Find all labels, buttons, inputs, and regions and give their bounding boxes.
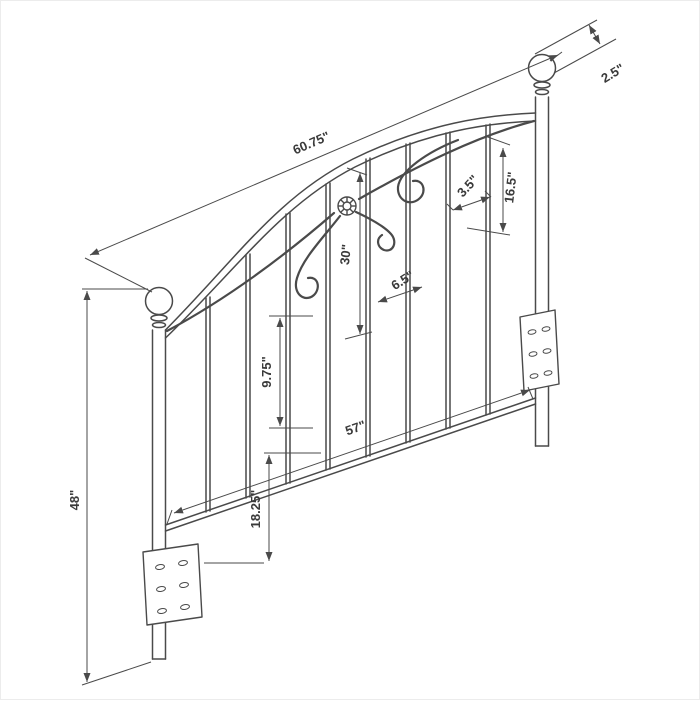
dimension-overall-height: 48" [67, 288, 152, 686]
right-mounting-plate [519, 309, 560, 392]
left-ball-finial [144, 286, 174, 316]
dimension-center-height: 30" [337, 167, 373, 340]
dimension-label-spindle-spacing-top: 3.5" [454, 172, 482, 200]
center-rosette [337, 196, 357, 216]
dimension-spindle-spacing-top: 3.5" [446, 172, 492, 211]
dimension-finial-width: 2.5" [534, 19, 627, 86]
dimension-label-upper-right-height: 16.5" [501, 171, 520, 204]
right-ball-finial [527, 53, 557, 83]
dimension-label-lower-spindle-height: 9.75" [259, 356, 274, 387]
spindles [205, 123, 491, 513]
dimension-inner-width: 57" [166, 386, 534, 525]
dimension-label-inner-width: 57" [343, 417, 367, 438]
dimension-label-leg-height: 18.25" [248, 490, 263, 529]
dimension-label-spindle-spacing-center: 6.5" [388, 267, 417, 293]
bottom-rail [164, 397, 537, 532]
dimension-spindle-spacing-center: 6.5" [377, 267, 423, 303]
dimension-label-center-height: 30" [337, 243, 354, 265]
dimension-leg-height: 18.25" [204, 452, 321, 564]
headboard-drawing [142, 53, 560, 660]
scrollwork [165, 119, 536, 333]
dimension-label-overall-width: 60.75" [290, 128, 331, 157]
top-rail-arch [164, 112, 537, 339]
dimension-upper-right-height: 16.5" [466, 135, 520, 236]
dimension-label-finial-width: 2.5" [598, 60, 627, 85]
left-mounting-plate [142, 543, 203, 626]
dimension-label-overall-height: 48" [67, 490, 82, 511]
